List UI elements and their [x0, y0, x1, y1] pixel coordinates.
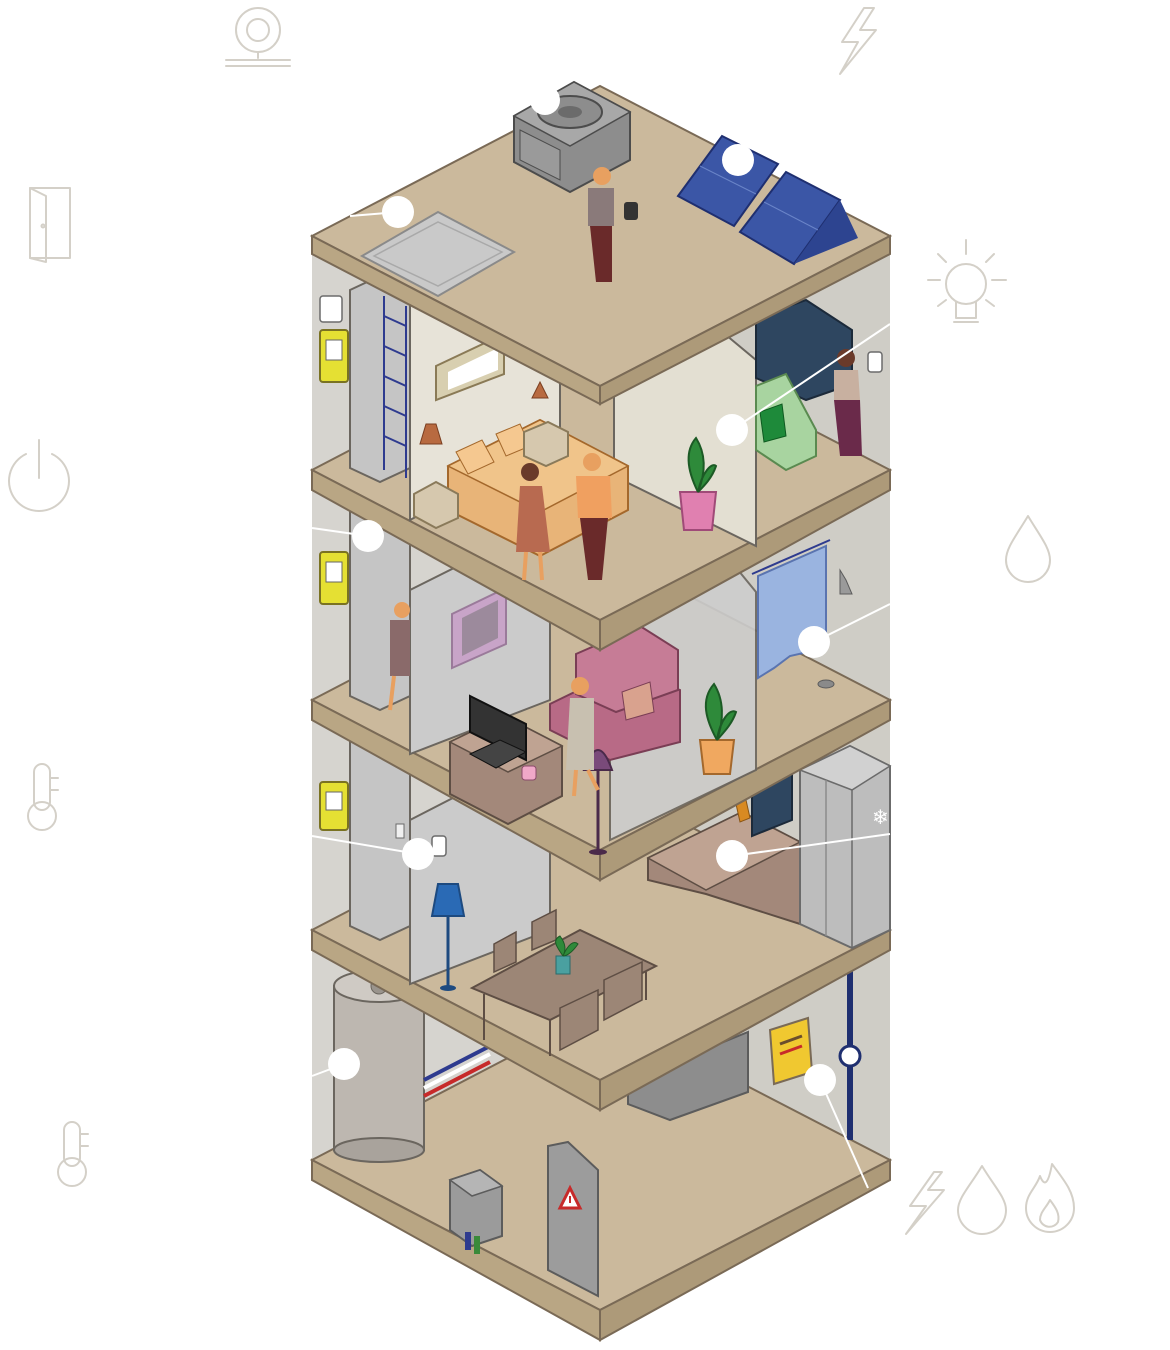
- smart-plug: [319, 295, 343, 323]
- lightning-icon: [905, 1171, 945, 1235]
- hotspot-shower[interactable]: [798, 626, 830, 658]
- pipes: [423, 1044, 491, 1098]
- electrical-cabinet: [448, 1168, 504, 1254]
- electric-meter-1: [319, 781, 349, 831]
- lightning-icon: [839, 7, 877, 75]
- wall-cabinet-third: [349, 274, 411, 484]
- pendant-light: [531, 380, 549, 399]
- hotspot-thermostat[interactable]: [402, 838, 434, 870]
- refrigerator: ❄: [798, 744, 892, 950]
- dining-table: [469, 908, 659, 1056]
- potted-plant-bedroom: [678, 436, 718, 531]
- thermometer-icon: [57, 1121, 89, 1187]
- thermostat-wall: [867, 351, 883, 373]
- box-1: [413, 480, 459, 530]
- television: [468, 694, 528, 769]
- electric-meter-2: [319, 551, 349, 605]
- potted-plant-living: [698, 682, 738, 775]
- door-icon: [29, 187, 71, 263]
- hotspot-water-heater[interactable]: [328, 1048, 360, 1080]
- utility-door: [547, 1140, 599, 1298]
- couple-bedroom: [516, 453, 612, 581]
- lightbulb-icon: [927, 239, 1007, 323]
- hotspot-roof-insulation[interactable]: [382, 196, 414, 228]
- water-drop-icon: [1005, 515, 1051, 583]
- box-2: [523, 420, 569, 468]
- thermostat-device: [431, 835, 447, 857]
- power-icon: [8, 439, 70, 513]
- water-drop-icon: [957, 1165, 1007, 1235]
- armchair: [755, 372, 817, 472]
- first-floor: ❄: [309, 726, 893, 1112]
- thermometer-icon: [27, 763, 59, 831]
- person-living-room: [566, 677, 600, 797]
- flame-icon: [1025, 1163, 1075, 1233]
- hotspot-window[interactable]: [716, 414, 748, 446]
- person-window: [834, 349, 862, 456]
- person-walking-left: [388, 602, 410, 711]
- second-floor: [309, 494, 893, 882]
- floor-lamp-blue: [430, 883, 466, 991]
- third-floor: [309, 238, 893, 652]
- hotspot-solar-panels[interactable]: [722, 144, 754, 176]
- hotspot-electric-meter[interactable]: [352, 520, 384, 552]
- roof-hatch: [359, 210, 517, 298]
- electric-meter-3: [319, 329, 349, 383]
- person-roof: [588, 167, 638, 282]
- hotspot-kitchen-appliances[interactable]: [716, 840, 748, 872]
- webcam-icon: [225, 7, 291, 67]
- lamp-bedroom: [419, 423, 443, 445]
- mug: [521, 765, 537, 781]
- ladder: [383, 296, 407, 478]
- pressure-gauge: [838, 1044, 862, 1068]
- svg-text:❄: ❄: [872, 805, 889, 829]
- hotspot-ventilation[interactable]: [530, 85, 560, 115]
- hotspot-utility-meters[interactable]: [804, 1064, 836, 1096]
